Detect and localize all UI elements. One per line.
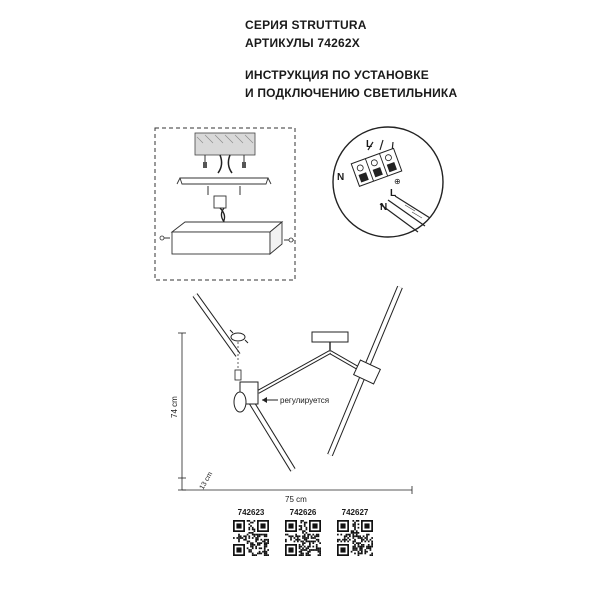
fixture-drawing: регулируется	[192, 285, 403, 472]
qr-code-label: 742627	[341, 508, 369, 517]
width-dimension: 75 cm	[285, 495, 307, 504]
articles-title: АРТИКУЛЫ 74262X	[245, 36, 360, 50]
wire-label-n-left: N	[337, 172, 344, 183]
mounting-diagram	[154, 127, 296, 281]
arrow-icon	[262, 397, 267, 403]
wire-label-l-bottom: L	[390, 188, 396, 199]
ground-icon: ⊕	[394, 177, 401, 186]
depth-dimension: 13 cm	[199, 471, 215, 491]
qr-block-742623: 742623	[231, 508, 271, 561]
qr-code-label: 742623	[237, 508, 265, 517]
instruction-title-line2: И ПОДКЛЮЧЕНИЮ СВЕТИЛЬНИКА	[245, 86, 458, 100]
qr-code-icon[interactable]	[233, 520, 269, 556]
wire-label-n-bottom: N	[380, 202, 387, 213]
qr-block-742626: 742626	[283, 508, 323, 561]
instruction-title-line1: ИНСТРУКЦИЯ ПО УСТАНОВКЕ	[245, 68, 429, 82]
wiring-detail: L N L N ⊕	[332, 126, 444, 238]
height-dimension: 74 cm	[170, 396, 179, 418]
qr-code-icon[interactable]	[337, 520, 373, 556]
qr-block-742627: 742627	[335, 508, 375, 561]
qr-code-label: 742626	[289, 508, 317, 517]
series-title: СЕРИЯ STRUTTURA	[245, 18, 367, 32]
qr-code-icon[interactable]	[285, 520, 321, 556]
rotation-icon	[230, 332, 246, 342]
wire-label-l-top: L	[366, 139, 372, 150]
dimension-lines: 74 cm 13 cm 75 cm	[170, 332, 413, 504]
adjustable-label: регулируется	[280, 396, 329, 405]
